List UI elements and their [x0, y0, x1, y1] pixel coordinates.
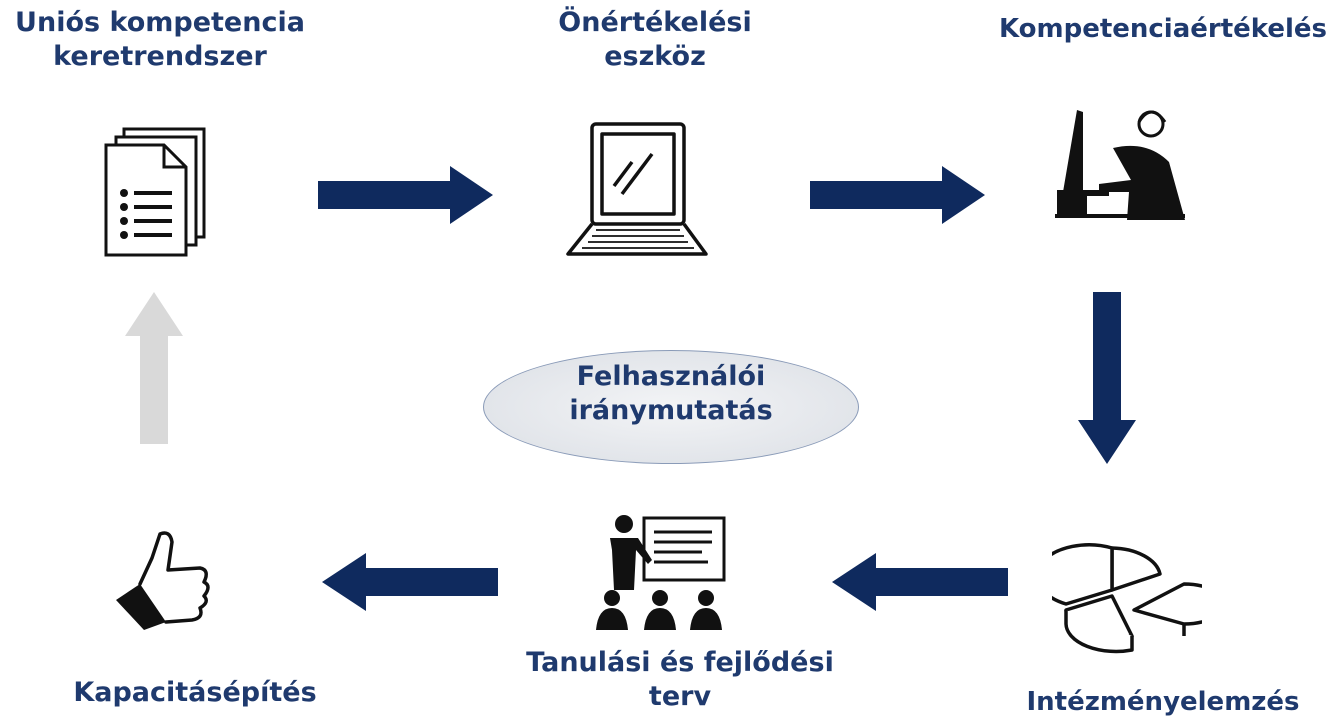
arrow-tool-to-assessment — [810, 166, 985, 224]
node-label-framework-line1: Uniós kompetencia — [15, 7, 305, 38]
user-guidance-line2: iránymutatás — [569, 395, 773, 426]
node-label-self-assessment: Önértékelési eszköz — [505, 6, 805, 74]
node-label-framework: Uniós kompetencia keretrendszer — [0, 6, 320, 74]
arrow-analysis-to-plan — [832, 553, 1008, 611]
user-guidance-text: Felhasználói iránymutatás — [483, 360, 859, 428]
node-label-self-assessment-line2: eszköz — [604, 41, 706, 72]
node-label-framework-line2: keretrendszer — [53, 41, 267, 72]
user-guidance-line1: Felhasználói — [576, 361, 766, 392]
arrow-framework-to-tool — [318, 166, 493, 224]
arrow-assessment-to-analysis — [1078, 292, 1136, 464]
document-stack-icon — [104, 127, 206, 257]
node-label-institution-analysis-line1: Intézményelemzés — [1026, 687, 1300, 717]
presentation-icon — [596, 515, 726, 630]
arrow-plan-to-capacity — [322, 553, 498, 611]
node-label-capacity-building: Kapacitásépítés — [30, 676, 360, 710]
thumbs-up-icon — [116, 531, 210, 630]
node-label-institution-analysis: Intézményelemzés — [985, 685, 1341, 719]
node-label-capacity-building-line1: Kapacitásépítés — [73, 677, 317, 708]
laptop-icon — [566, 122, 708, 256]
node-label-learning-plan: Tanulási és fejlődési terv — [485, 646, 875, 714]
arrow-capacity-to-framework — [125, 292, 183, 444]
pie-chart-icon — [1052, 543, 1202, 654]
user-guidance-ellipse — [483, 350, 859, 464]
person-at-computer-icon — [1055, 110, 1185, 220]
node-label-competence-assessment: Kompetenciaértékelés — [985, 12, 1341, 46]
node-label-self-assessment-line1: Önértékelési — [558, 7, 752, 38]
node-label-learning-plan-line1: Tanulási és fejlődési — [526, 647, 834, 678]
node-label-learning-plan-line2: terv — [648, 681, 712, 712]
node-label-competence-assessment-line1: Kompetenciaértékelés — [998, 14, 1328, 44]
